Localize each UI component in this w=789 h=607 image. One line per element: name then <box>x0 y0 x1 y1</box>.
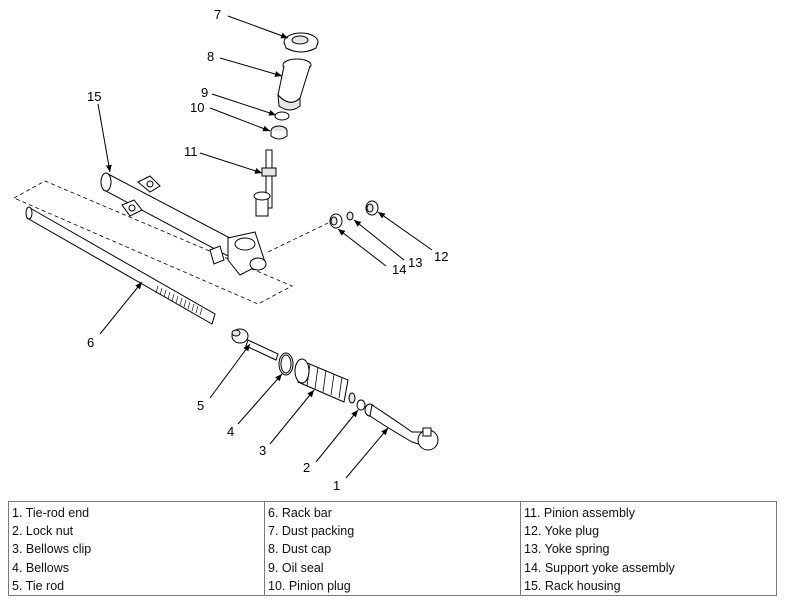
tie-rod-end-part <box>364 403 439 451</box>
legend-item: 14. Support yoke assembly <box>524 560 675 575</box>
legend-item: 10. Pinion plug <box>268 578 351 593</box>
rack-housing-part <box>100 172 267 276</box>
legend-item: 8. Dust cap <box>268 542 332 557</box>
yoke-plug-part <box>365 200 379 216</box>
callout-7: 7 <box>214 7 221 22</box>
legend-item: 2. Lock nut <box>12 524 74 539</box>
legend-item: 4. Bellows <box>12 560 69 575</box>
callout-12: 12 <box>434 249 448 264</box>
lock-nut-part <box>348 392 366 411</box>
callout-4: 4 <box>227 424 234 439</box>
callout-5: 5 <box>197 398 204 413</box>
tie-rod-part <box>231 328 279 361</box>
dust-packing-part <box>283 32 319 53</box>
callout-1: 1 <box>333 478 340 493</box>
support-yoke-assembly-part <box>329 213 343 229</box>
legend-item: 12. Yoke plug <box>524 524 600 539</box>
bellows-clip-part <box>278 352 294 376</box>
callout-3: 3 <box>259 443 266 458</box>
legend-item: 11. Pinion assembly <box>524 506 635 520</box>
oil-seal-part <box>274 111 290 121</box>
pinion-assembly-part <box>253 149 277 217</box>
callout-2: 2 <box>303 460 310 475</box>
pinion-plug-part <box>270 125 288 140</box>
callout-10: 10 <box>190 100 204 115</box>
legend-item: 5. Tie rod <box>12 578 65 593</box>
legend-item: 15. Rack housing <box>524 578 621 593</box>
callout-labels: 7 8 9 10 15 11 12 13 14 6 5 4 3 2 1 <box>87 7 448 493</box>
dust-cap-part <box>277 58 312 111</box>
legend-item: 6. Rack bar <box>268 506 332 520</box>
yoke-spring-part <box>346 211 354 221</box>
assembly-outline <box>13 180 331 305</box>
legend-item: 3. Bellows clip <box>12 542 92 557</box>
callout-13: 13 <box>408 255 422 270</box>
rack-bar-part <box>25 206 216 325</box>
legend-item: 1. Tie-rod end <box>12 506 90 520</box>
leader-lines <box>97 15 433 479</box>
callout-8: 8 <box>207 49 214 64</box>
legend-column-2: 6. Rack bar 7. Dust packing 8. Dust cap … <box>265 502 521 595</box>
bellows-part <box>294 358 349 403</box>
steering-gear-exploded-diagram: 7 8 9 10 15 11 12 13 14 6 5 4 3 2 1 <box>13 7 448 493</box>
parts-legend-table: 1. Tie-rod end 2. Lock nut 3. Bellows cl… <box>8 501 777 596</box>
callout-6: 6 <box>87 335 94 350</box>
callout-11: 11 <box>184 144 198 159</box>
legend-item: 9. Oil seal <box>268 560 324 575</box>
legend-column-3: 11. Pinion assembly 12. Yoke plug 13. Yo… <box>521 502 776 595</box>
legend-item: 13. Yoke spring <box>524 542 610 557</box>
callout-15: 15 <box>87 89 101 104</box>
legend-column-1: 1. Tie-rod end 2. Lock nut 3. Bellows cl… <box>9 502 265 595</box>
legend-item: 7. Dust packing <box>268 524 355 539</box>
callout-14: 14 <box>392 262 406 277</box>
callout-9: 9 <box>201 85 208 100</box>
